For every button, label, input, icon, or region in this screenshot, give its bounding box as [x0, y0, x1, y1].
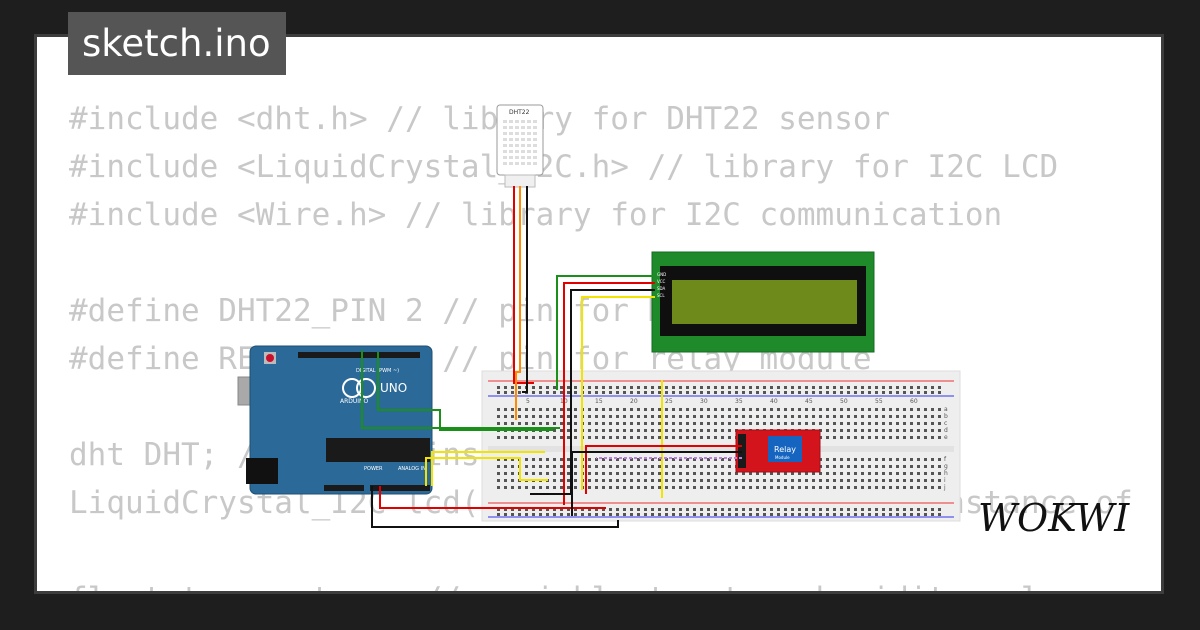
wire-lcd-sda — [530, 289, 655, 495]
wires — [361, 186, 742, 528]
dht22-sensor[interactable]: DHT22 — [496, 104, 544, 188]
wire-arduino-5v — [379, 486, 606, 509]
row-letter: g — [944, 463, 948, 470]
wire-relay-vcc — [585, 445, 742, 494]
wire-relay-gnd — [571, 451, 742, 516]
row-letter: i — [944, 477, 946, 484]
wire-lcd-vcc — [563, 282, 655, 505]
column-number: 50 — [840, 398, 848, 405]
row-letter: d — [944, 427, 948, 434]
relay-label: Relay — [774, 445, 796, 454]
arduino-model: UNO — [380, 381, 407, 395]
wire-dht-gnd — [522, 186, 528, 393]
code-line: #include <Wire.h> // library for I2C com… — [69, 197, 1003, 233]
row-letter: b — [944, 413, 948, 420]
row-letter: f — [944, 456, 947, 463]
power-header-label: POWER — [364, 466, 383, 472]
row-letter: e — [944, 434, 948, 441]
column-number: 25 — [665, 398, 673, 405]
lcd-pin-gnd: GND — [657, 272, 666, 277]
wire-arduino-scl — [425, 457, 548, 486]
breadboard-row-letters: a b c d e f g h i j — [943, 406, 948, 491]
wire-dht-vcc — [513, 186, 534, 384]
code-line: #include <LiquidCrystal_I2C.h> // librar… — [69, 149, 1059, 185]
row-letter: a — [944, 406, 948, 413]
file-tab-label: sketch.ino — [82, 22, 271, 65]
column-number: 55 — [875, 398, 883, 405]
wire-dht-data — [515, 186, 521, 420]
wokwi-logo: WOKWI — [978, 496, 1130, 540]
relay-module[interactable]: Relay Module — [735, 429, 821, 473]
wire-arduino-sda — [431, 451, 545, 486]
wire-arduino-gnd — [371, 486, 619, 528]
column-number: 35 — [735, 398, 743, 405]
code-line: float temperature; // variable to store … — [69, 581, 1077, 591]
column-number: 30 — [700, 398, 708, 405]
relay-sublabel: Module — [775, 455, 790, 460]
wire-arduino-relay — [361, 350, 560, 429]
file-tab[interactable]: sketch.ino — [68, 12, 286, 75]
wire-arduino-dht — [377, 352, 553, 431]
column-number: 5 — [526, 398, 530, 405]
arduino-brand: ARDUINO — [340, 398, 369, 405]
lcd-pin-sda: SDA — [657, 286, 666, 291]
column-number: 15 — [595, 398, 603, 405]
lcd-display[interactable]: GND VCC SDA SCL — [651, 251, 875, 353]
row-letter: j — [943, 484, 946, 491]
column-number: 60 — [910, 398, 918, 405]
analog-header-label: ANALOG IN — [398, 466, 426, 472]
reset-button[interactable] — [266, 354, 274, 362]
dht22-label: DHT22 — [509, 109, 530, 116]
wire-lcd-scl — [581, 296, 655, 490]
column-number: 40 — [770, 398, 778, 405]
wokwi-logo-text: WOKWI — [978, 496, 1130, 540]
arduino-uno[interactable]: UNO ARDUINO DIGITAL (PWM ~) POWER ANALOG… — [237, 345, 433, 495]
wire-lcd-gnd — [556, 275, 655, 390]
lcd-pin-vcc: VCC — [657, 279, 666, 284]
row-letter: c — [944, 420, 947, 427]
lcd-pin-scl: SCL — [657, 293, 665, 298]
column-number: 20 — [630, 398, 638, 405]
row-letter: h — [944, 470, 948, 477]
code-line: #include <dht.h> // library for DHT22 se… — [69, 101, 891, 137]
column-number: 45 — [805, 398, 813, 405]
dht22-vents — [503, 120, 537, 165]
